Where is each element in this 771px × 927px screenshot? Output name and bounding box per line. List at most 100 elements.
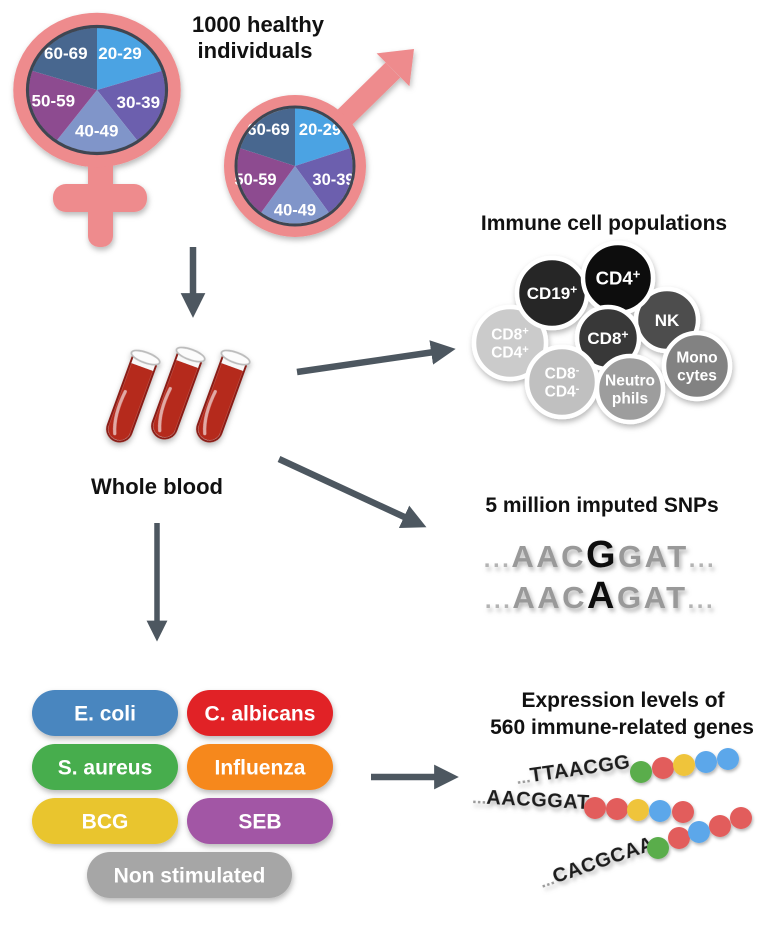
tube-rim — [220, 349, 251, 366]
stimulation-label: SEB — [238, 811, 281, 834]
age-slice-label: 40-49 — [274, 202, 316, 220]
cell-circle-Monocytes — [661, 330, 733, 402]
blood-tubes — [106, 346, 251, 443]
stimulation-label: S. aureus — [58, 757, 153, 780]
gene-dot-yellow — [673, 754, 695, 776]
age-slice-50-59 — [29, 70, 97, 141]
age-slice-60-69 — [240, 108, 295, 166]
cell-circle-CD8+CD4+ — [471, 304, 549, 382]
stimulation-pill-Influenza — [187, 744, 333, 790]
gene-dot-red — [606, 798, 628, 820]
gene-dot-red — [668, 827, 690, 849]
age-slice-label: 50-59 — [234, 171, 276, 189]
blood-tube — [151, 346, 206, 440]
tube-blood — [108, 363, 153, 441]
stimulation-label: Influenza — [214, 757, 305, 780]
arrow-blood-to-snps — [277, 456, 427, 529]
stimulation-pill-C. albicans — [187, 690, 333, 736]
stimulation-pill-Non stimulated — [87, 852, 292, 898]
tube-outline — [106, 352, 159, 443]
tube-outline — [151, 349, 204, 440]
male-ring — [224, 95, 366, 237]
tube-blood — [198, 363, 243, 441]
gene-dots — [584, 797, 694, 823]
age-slice-30-39 — [97, 70, 165, 141]
cell-label-CD4+: CD4+ — [596, 267, 641, 289]
gene-dot-green — [647, 837, 669, 859]
female-ring — [13, 12, 181, 168]
female-stem — [88, 150, 113, 247]
gene-sequence: ...AACGGAT — [472, 786, 590, 814]
age-slice-label: 60-69 — [247, 121, 289, 139]
cell-label-NK: NK — [655, 311, 680, 330]
tube-highlight — [113, 390, 127, 436]
snp-sequence: ...AACAGAT... — [485, 575, 715, 617]
population-title-line1: 1000 healthy — [192, 12, 325, 37]
gene-dot-red — [709, 815, 731, 837]
blood-tube — [196, 349, 251, 443]
gene-dot-blue — [649, 800, 671, 822]
age-slice-60-69 — [32, 28, 97, 90]
cell-circle-Neutrophils — [594, 353, 666, 425]
population-title-line2: individuals — [198, 38, 313, 63]
gene-dot-blue — [695, 751, 717, 773]
age-slice-40-49 — [57, 90, 137, 152]
age-slice-30-39 — [295, 148, 353, 213]
age-slice-label: 40-49 — [75, 121, 118, 140]
gene-dot-red — [584, 797, 606, 819]
stimulation-label: C. albicans — [205, 703, 316, 726]
stimulation-label: Non stimulated — [114, 865, 266, 888]
snp-sequences: ...AACGGAT......AACAGAT... — [484, 534, 716, 617]
gene-dot-green — [630, 761, 652, 783]
stimulation-pill-S. aureus — [32, 744, 178, 790]
whole-blood-label: Whole blood — [91, 474, 223, 499]
tube-highlight — [158, 387, 172, 433]
gene-sequence: ...TTAACGG — [515, 751, 632, 789]
cell-label-CD8+CD4+: CD8+CD4+ — [491, 325, 529, 361]
cell-label-CD8+: CD8+ — [587, 328, 628, 348]
blood-tube — [106, 349, 161, 443]
female-pie-ring — [25, 24, 169, 156]
gene-dot-blue — [717, 748, 739, 770]
stimulation-pill-E. coli — [32, 690, 178, 736]
tube-highlight — [203, 390, 217, 436]
age-slice-40-49 — [261, 166, 329, 224]
age-slice-label: 50-59 — [32, 91, 75, 110]
male-pie-ring — [234, 105, 356, 227]
age-slice-20-29 — [295, 108, 350, 166]
gene-dot-red — [652, 757, 674, 779]
snp-sequence: ...AACGGAT... — [484, 534, 716, 576]
expression-title-line2: 560 immune-related genes — [490, 716, 754, 739]
stimulation-pill-SEB — [187, 798, 333, 844]
age-slice-label: 20-29 — [98, 44, 141, 63]
gene-dot-red — [730, 807, 752, 829]
arrow-blood-to-cells — [296, 340, 456, 376]
age-slice-50-59 — [237, 148, 295, 213]
snps-title: 5 million imputed SNPs — [485, 494, 718, 517]
cell-label-CD19+: CD19+ — [527, 283, 578, 303]
immune-cells-title: Immune cell populations — [481, 212, 727, 235]
cell-label-CD8-CD4-: CD8-CD4- — [545, 364, 580, 400]
stimulation-label: BCG — [82, 811, 129, 834]
gene-sequence: ...CACGCAA — [536, 833, 657, 893]
expression-title-line1: Expression levels of — [521, 689, 725, 712]
tube-blood — [153, 360, 198, 438]
gene-strands: ...TTAACGG...AACGGAT ...CACGCAA — [472, 748, 752, 893]
gene-dot-blue — [688, 821, 710, 843]
tube-outline — [196, 352, 249, 443]
age-slice-label: 30-39 — [312, 171, 354, 189]
tube-rim — [130, 349, 161, 366]
male-arrow-shaft — [332, 62, 401, 130]
stimulation-pill-BCG — [32, 798, 178, 844]
gene-dots — [630, 748, 739, 783]
age-slice-label: 60-69 — [44, 44, 87, 63]
male-symbol — [224, 49, 414, 237]
